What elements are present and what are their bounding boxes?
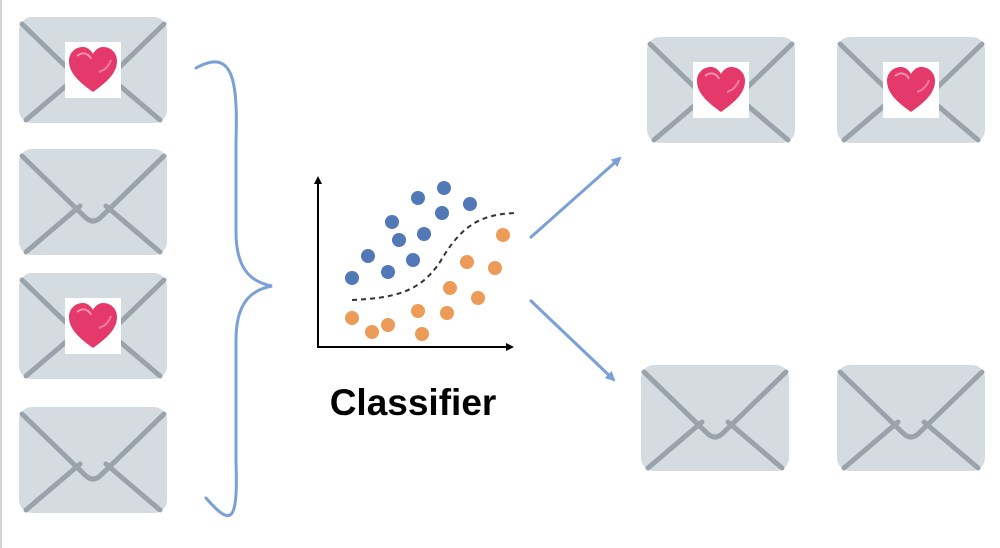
output-plain-email-2 <box>836 364 986 472</box>
class-a-point <box>392 233 406 247</box>
envelope-icon <box>641 365 789 471</box>
class-a-point <box>463 197 477 211</box>
scatter-plot-icon <box>314 176 517 351</box>
envelope-icon <box>19 407 167 513</box>
output-loved-email-2 <box>836 36 986 144</box>
input-email-1 <box>18 16 168 124</box>
class-a-point <box>417 227 431 241</box>
class-b-point <box>471 291 485 305</box>
class-b-point <box>415 327 429 341</box>
classifier-label: Classifier <box>329 382 497 423</box>
input-email-4 <box>18 406 168 514</box>
class-a-point <box>406 253 420 267</box>
class-a-point <box>435 206 449 220</box>
envelope-icon <box>837 365 985 471</box>
class-a-points <box>345 181 477 285</box>
class-a-point <box>437 181 451 195</box>
input-email-3 <box>18 272 168 380</box>
curly-bracket-icon <box>194 60 273 518</box>
class-b-point <box>443 281 457 295</box>
heart-stamp-icon <box>693 62 749 118</box>
class-b-point <box>496 228 510 242</box>
class-a-point <box>345 271 359 285</box>
class-a-point <box>361 249 375 263</box>
input-email-2 <box>18 148 168 256</box>
envelope-icon <box>19 149 167 255</box>
class-b-point <box>440 306 454 320</box>
y-axis-arrowhead <box>314 176 322 184</box>
arrow-to-loved-icon <box>529 156 622 240</box>
output-loved-email-1 <box>646 36 796 144</box>
heart-icon <box>69 47 117 92</box>
heart-icon <box>69 303 117 348</box>
heart-stamp-icon <box>65 298 121 354</box>
class-b-point <box>381 318 395 332</box>
heart-icon <box>887 67 935 112</box>
class-b-point <box>488 261 502 275</box>
class-b-point <box>345 311 359 325</box>
class-a-point <box>411 191 425 205</box>
heart-stamp-icon <box>883 62 939 118</box>
class-b-point <box>411 304 425 318</box>
heart-stamp-icon <box>65 42 121 98</box>
output-plain-email-1 <box>640 364 790 472</box>
class-b-point <box>460 255 474 269</box>
class-b-point <box>365 325 379 339</box>
class-b-points <box>345 228 510 341</box>
left-border <box>0 0 2 548</box>
class-a-point <box>381 265 395 279</box>
decision-boundary <box>351 212 517 301</box>
class-a-point <box>385 215 399 229</box>
heart-icon <box>697 67 745 112</box>
arrow-to-plain-icon <box>528 298 616 382</box>
x-axis-arrowhead <box>506 343 514 351</box>
